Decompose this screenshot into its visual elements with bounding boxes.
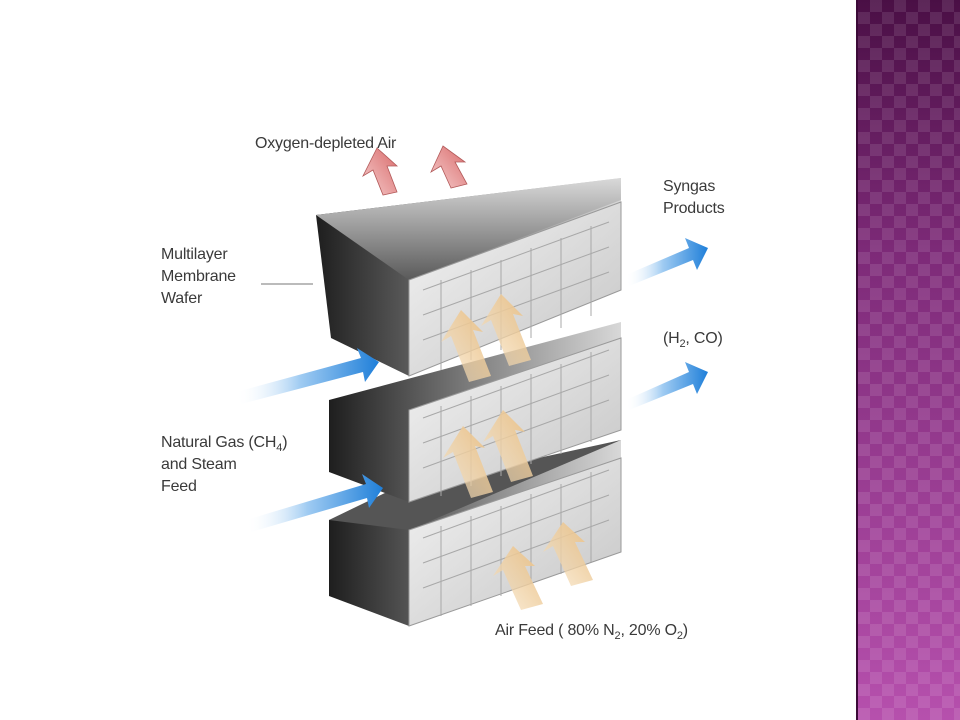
h2-co-label-b: , CO) bbox=[685, 330, 723, 347]
wafer-label-line1: Multilayer bbox=[161, 246, 228, 263]
air-label-sub2: 2 bbox=[676, 630, 683, 643]
air-feed-label: Air Feed ( 80% N2, 20% O2) bbox=[495, 620, 688, 642]
h2-co-label: (H2, CO) bbox=[663, 328, 723, 350]
air-feed-arrow bbox=[493, 522, 593, 610]
oxygen-depleted-air-label: Oxygen-depleted Air bbox=[255, 135, 397, 152]
syngas-label-line1: Syngas bbox=[663, 178, 716, 195]
h2-co-label-sub: 2 bbox=[679, 338, 686, 351]
air-label-sub1: 2 bbox=[614, 630, 621, 643]
air-feed-arrow bbox=[441, 294, 531, 382]
gas-label-line1-b: ) bbox=[282, 434, 288, 451]
syngas-products-label: Syngas Products bbox=[663, 176, 725, 220]
air-label-b: , 20% O bbox=[620, 622, 677, 639]
syngas-label-line2: Products bbox=[663, 200, 725, 217]
natural-gas-label: Natural Gas (CH4) and Steam Feed bbox=[161, 432, 288, 498]
wafer-label-line3: Wafer bbox=[161, 290, 203, 307]
air-label-c: ) bbox=[682, 622, 688, 639]
air-label-a: Air Feed ( 80% N bbox=[495, 622, 615, 639]
gas-label-line2: and Steam bbox=[161, 456, 237, 473]
depleted-air-arrow bbox=[430, 145, 468, 189]
depleted-air-arrow bbox=[362, 147, 399, 196]
air-feed-arrow bbox=[443, 410, 533, 498]
wafer-label: Multilayer Membrane Wafer bbox=[161, 244, 236, 310]
syngas-arrow bbox=[626, 362, 708, 410]
gas-label-line3: Feed bbox=[161, 478, 197, 495]
gas-label-line1-sub: 4 bbox=[276, 442, 283, 455]
gas-label-line1-a: Natural Gas (CH bbox=[161, 434, 277, 451]
membrane-reactor-diagram: Oxygen-depleted Air Syngas Products Mult… bbox=[151, 110, 761, 655]
wafer-label-line2: Membrane bbox=[161, 268, 236, 285]
h2-co-label-a: (H bbox=[663, 330, 680, 347]
syngas-arrow bbox=[626, 238, 708, 286]
feed-arrow bbox=[246, 474, 383, 532]
feed-arrow bbox=[236, 348, 379, 404]
decorative-side-panel bbox=[856, 0, 960, 720]
